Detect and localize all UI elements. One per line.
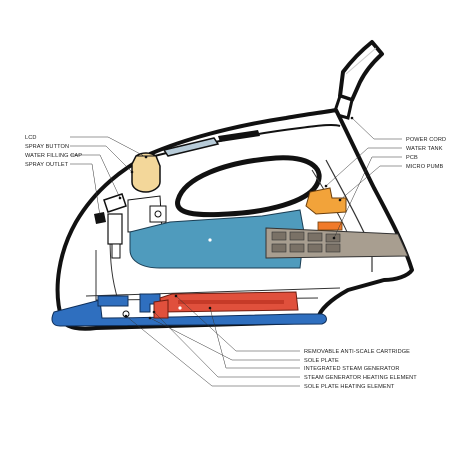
leader-lines	[70, 117, 402, 387]
label-water-tank: WATER TANK	[406, 146, 443, 152]
label-micro-pump: MICRO PUMB	[406, 164, 444, 170]
label-steam-generator-heating-element: STEAM GENERATOR HEATING ELEMENT	[304, 375, 417, 381]
label-water-filling-cap: WATER FILLING CAP	[25, 153, 82, 159]
label-anti-scale-cartridge: REMOVABLE ANTI-SCALE CARTRIDGE	[304, 349, 410, 355]
label-spray-button: SPRAY BUTTON	[25, 144, 69, 150]
handle-opening	[175, 155, 322, 218]
water-filling-cap	[131, 152, 161, 193]
lcd-display	[162, 130, 260, 157]
label-lcd: LCD	[25, 135, 37, 141]
label-power-cord: POWER CORD	[406, 137, 446, 143]
micro-pump	[305, 187, 347, 231]
label-spray-outlet: SPRAY OUTLET	[25, 162, 69, 168]
pcb	[265, 227, 409, 259]
label-sole-plate-heating-element: SOLE PLATE HEATING ELEMENT	[304, 384, 395, 390]
power-cord	[332, 40, 384, 120]
leader-dots	[98, 116, 354, 320]
spray-mechanism	[94, 193, 167, 259]
steam-generator	[153, 291, 299, 319]
label-pcb: PCB	[406, 155, 418, 161]
water-tank	[129, 209, 305, 269]
label-integrated-steam-generator: INTEGRATED STEAM GENERATOR	[304, 366, 400, 372]
water-tank-dot	[208, 238, 212, 242]
label-sole-plate: SOLE PLATE	[304, 358, 339, 364]
sole-plate	[51, 293, 327, 327]
